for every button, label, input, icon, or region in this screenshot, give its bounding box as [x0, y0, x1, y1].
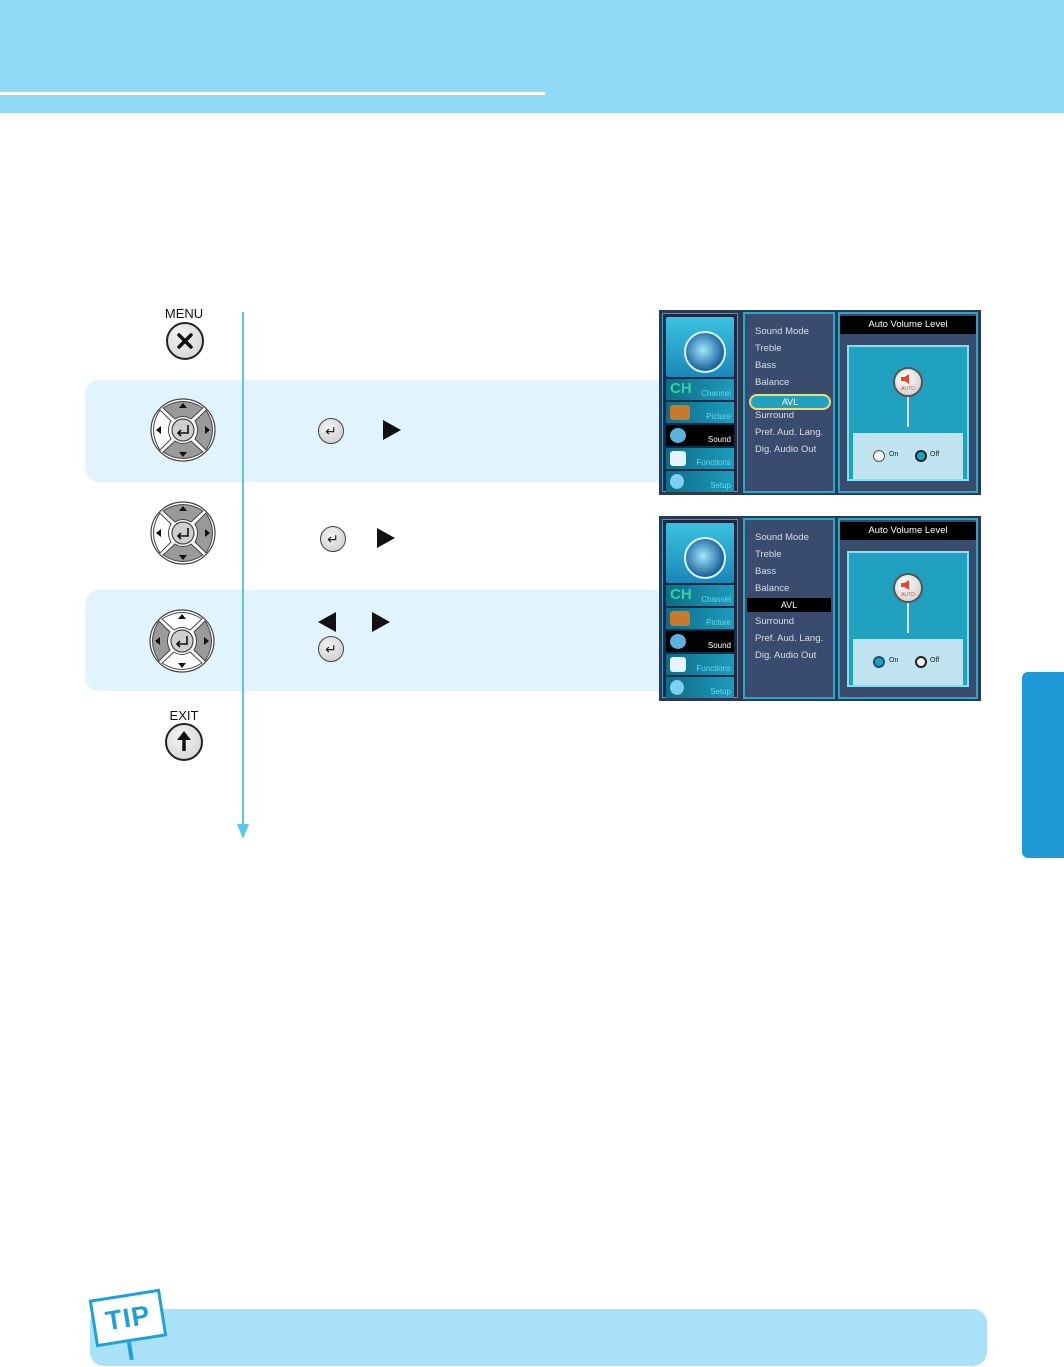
exit-button-label: EXIT [169, 708, 199, 723]
channel-icon: CH [670, 380, 692, 397]
right-arrow-icon [383, 420, 401, 440]
osd-menu-item[interactable]: Balance [755, 377, 790, 388]
sound-icon [670, 428, 686, 443]
osd-category-picture[interactable]: Picture [666, 402, 734, 423]
option-on-label: On [889, 657, 899, 664]
flow-line [242, 312, 244, 828]
osd-category-label: Setup [710, 687, 731, 696]
osd-menu-item[interactable]: Sound Mode [755, 532, 809, 543]
osd-category-panel: CH Channel Picture Sound Functions Setup [662, 313, 738, 492]
tip-bar [90, 1309, 987, 1366]
osd-category-label: Setup [710, 481, 731, 490]
tip-label: TIP [103, 1299, 153, 1337]
radio-off-icon[interactable] [915, 450, 927, 462]
osd-on-off-selector[interactable]: On Off [853, 639, 963, 685]
setup-gear-icon [670, 474, 684, 489]
option-on-label: On [889, 451, 899, 458]
osd-category-label: Functions [696, 458, 731, 467]
direction-pad-icon-3[interactable] [148, 608, 216, 674]
osd-menu-item[interactable]: Sound Mode [755, 326, 809, 337]
osd-sound-menu: Sound Mode Treble Bass Balance AVL Surro… [743, 312, 835, 493]
menu-button-label: MENU [164, 306, 204, 321]
direction-pad-icon-2[interactable] [149, 500, 217, 566]
speaker-icon: AUTO [893, 573, 923, 603]
osd-category-sound[interactable]: Sound [666, 425, 734, 446]
right-arrow-icon-2 [377, 528, 395, 548]
osd-panel-title: Auto Volume Level [840, 316, 976, 334]
radio-on-icon[interactable] [873, 656, 885, 668]
functions-icon [670, 657, 686, 672]
direction-pad-icon[interactable] [149, 397, 217, 463]
channel-icon: CH [670, 586, 692, 603]
osd-menu-item[interactable]: Surround [755, 616, 795, 627]
osd-menu-item-avl[interactable]: AVL [749, 394, 831, 410]
exit-button[interactable] [165, 723, 203, 761]
flow-arrow-icon [237, 824, 249, 839]
speaker-stem [907, 397, 909, 427]
osd-menu-item[interactable]: Bass [755, 360, 777, 371]
right-arrow-icon-3 [372, 612, 390, 632]
osd-category-channel[interactable]: CH Channel [666, 379, 734, 400]
osd-screen-avl-selected: CH Channel Picture Sound Functions Setup… [659, 310, 981, 495]
osd-menu-item[interactable]: Pref. Aud. Lang. [755, 427, 824, 438]
osd-category-channel[interactable]: CH Channel [666, 585, 734, 606]
osd-category-functions[interactable]: Functions [666, 448, 734, 469]
enter-key-icon: ↵ [318, 418, 344, 444]
speaker-stem [907, 603, 909, 633]
radio-off-icon[interactable] [915, 656, 927, 668]
osd-menu-item[interactable]: Treble [755, 549, 782, 560]
osd-category-label: Channel [701, 595, 731, 604]
osd-sound-hero-image [666, 523, 734, 583]
option-off-label: Off [930, 657, 940, 664]
setup-gear-icon [670, 680, 684, 695]
close-x-icon [177, 333, 193, 349]
osd-avl-preview: AUTO On Off [847, 345, 969, 481]
osd-avl-panel: Auto Volume Level AUTO On Off [838, 518, 978, 699]
osd-category-label: Sound [707, 641, 731, 650]
osd-category-label: Channel [701, 389, 731, 398]
picture-icon [670, 611, 690, 626]
up-arrow-icon [177, 731, 191, 751]
osd-sound-hero-image [666, 317, 734, 377]
menu-button[interactable] [166, 322, 204, 360]
osd-category-label: Functions [696, 664, 731, 673]
speaker-icon: AUTO [893, 367, 923, 397]
header-band [0, 0, 1064, 113]
osd-screen-avl-entered: CH Channel Picture Sound Functions Setup… [659, 516, 981, 701]
enter-key-icon-3: ↵ [318, 636, 344, 662]
osd-category-label: Picture [706, 412, 731, 421]
enter-key-icon-2: ↵ [320, 526, 346, 552]
picture-icon [670, 405, 690, 420]
osd-category-setup[interactable]: Setup [666, 471, 734, 492]
osd-sound-menu: Sound Mode Treble Bass Balance AVL Surro… [743, 518, 835, 699]
osd-category-functions[interactable]: Functions [666, 654, 734, 675]
osd-menu-item[interactable]: Surround [755, 410, 795, 421]
osd-menu-item[interactable]: Dig. Audio Out [755, 650, 817, 661]
osd-menu-item[interactable]: Bass [755, 566, 777, 577]
osd-menu-item-avl[interactable]: AVL [747, 598, 831, 612]
osd-menu-item[interactable]: Balance [755, 583, 790, 594]
osd-category-panel: CH Channel Picture Sound Functions Setup [662, 519, 738, 698]
osd-avl-panel: Auto Volume Level AUTO On Off [838, 312, 978, 493]
osd-category-sound[interactable]: Sound [666, 631, 734, 652]
osd-category-setup[interactable]: Setup [666, 677, 734, 698]
osd-menu-item[interactable]: Treble [755, 343, 782, 354]
speaker-auto-badge: AUTO [901, 386, 915, 392]
osd-on-off-selector[interactable]: On Off [853, 433, 963, 479]
header-rule [0, 92, 545, 95]
osd-menu-item[interactable]: Dig. Audio Out [755, 444, 817, 455]
osd-category-label: Picture [706, 618, 731, 627]
osd-panel-title: Auto Volume Level [840, 522, 976, 540]
left-arrow-icon [318, 612, 336, 632]
osd-menu-item[interactable]: Pref. Aud. Lang. [755, 633, 824, 644]
speaker-auto-badge: AUTO [901, 592, 915, 598]
osd-category-picture[interactable]: Picture [666, 608, 734, 629]
option-off-label: Off [930, 451, 940, 458]
osd-avl-preview: AUTO On Off [847, 551, 969, 687]
osd-category-label: Sound [707, 435, 731, 444]
radio-on-icon[interactable] [873, 450, 885, 462]
functions-icon [670, 451, 686, 466]
sound-icon [670, 634, 686, 649]
chapter-side-tab [1022, 672, 1064, 858]
